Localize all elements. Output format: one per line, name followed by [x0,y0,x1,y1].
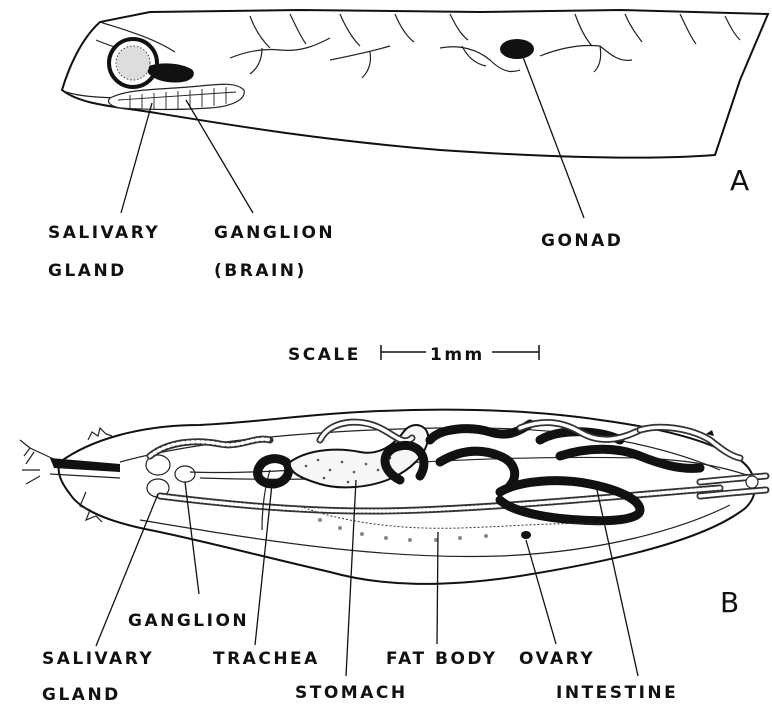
larva-tracheae [230,38,632,78]
label-a-salivary-line1: SALIVARY [48,223,160,243]
label-a-gonad: GONAD [541,231,623,251]
head-appendages [20,428,120,522]
label-b-stomach: STOMACH [295,683,408,703]
scale-label: SCALE [288,345,361,365]
scale-bar: SCALE 1mm [288,345,539,365]
larva-body-outline [62,10,768,158]
label-b-ovary: OVARY [519,649,595,669]
ganglion-brain [175,466,195,482]
panel-b-dissection: GANGLION SALIVARY GLAND TRACHEA STOMACH … [20,410,766,705]
label-a-ganglion-line1: GANGLION [214,223,335,243]
larva-nerve-cord [148,64,193,82]
label-b-ganglion: GANGLION [128,611,249,631]
panel-a-letter: A [730,164,749,197]
label-b-salivary-line1: SALIVARY [42,649,154,669]
larva-segment-lines [250,14,740,48]
label-b-trachea: TRACHEA [213,649,320,669]
label-b-intestine: INTESTINE [556,683,678,703]
label-a-salivary-line2: GLAND [48,261,127,281]
ovary [521,531,531,539]
larva-gonad [500,39,534,59]
label-b-fat-body: FAT BODY [386,649,498,669]
stomach [290,425,428,487]
scale-value: 1mm [430,345,485,365]
panel-b-letter: B [720,586,739,619]
label-a-ganglion-line2: (BRAIN) [214,261,307,281]
panel-a-larva: SALIVARY GLAND GANGLION (BRAIN) GONAD A [48,10,768,281]
label-b-salivary-line2: GLAND [42,685,121,705]
